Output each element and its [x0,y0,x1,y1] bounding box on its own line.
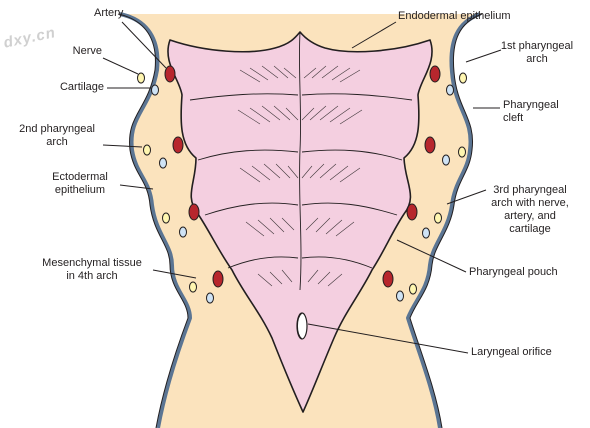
artery-left-2 [172,136,184,154]
artery-right-2 [424,136,436,154]
nerve-left-3 [162,212,170,224]
artery-right-1 [429,65,441,83]
label-pouch: Pharyngeal pouch [469,266,558,278]
ectoderm-right [406,12,481,428]
artery-left-4 [212,270,224,288]
label-second-arch: 2nd pharyngeal arch [19,123,95,148]
artery-right-3 [406,203,418,221]
ectoderm-right-outline [409,13,483,428]
label-nerve: Nerve [72,45,102,57]
cartilage-left-1 [151,84,159,96]
leader-mesenchymal [152,269,197,279]
arch-structures [137,65,467,304]
nerve-left-2 [143,144,151,156]
leader-nerve [102,57,139,75]
midline-fold [298,31,302,291]
nerve-right-4 [409,283,417,295]
laryngeal-orifice [296,312,308,340]
label-first-arch: 1st pharyngeal arch [500,40,574,65]
leader-endodermal [351,21,397,49]
label-third-arch: 3rd pharyngeal arch with nerve, artery, … [491,184,569,235]
label-cartilage: Cartilage [59,81,104,93]
leader-artery [121,21,167,69]
leader-third-arch [446,189,487,205]
fold-hatching [237,65,363,287]
leader-laryngeal [307,323,469,354]
cartilage-right-2 [442,154,450,166]
cartilage-right-4 [396,290,404,302]
leader-ectodermal [119,184,154,190]
nerve-left-1 [137,72,145,84]
ectoderm-left-outline [117,13,189,428]
ectoderm-left [119,12,192,428]
cartilage-left-2 [159,157,167,169]
nerve-right-2 [458,146,466,158]
label-mesenchymal: Mesenchymal tissue in 4th arch [42,257,142,282]
cartilage-left-3 [179,226,187,238]
pouch-folds [189,93,413,269]
label-cleft: Pharyngeal cleft [503,99,559,124]
label-laryngeal: Laryngeal orifice [471,346,552,358]
label-artery: Artery [94,7,124,19]
artery-left-1 [164,65,176,83]
label-ectodermal: Ectodermal epithelium [52,171,108,196]
artery-left-3 [188,203,200,221]
nerve-right-1 [459,72,467,84]
nerve-left-4 [189,281,197,293]
nerve-right-3 [434,212,442,224]
cartilage-right-1 [446,84,454,96]
leader-lines [102,21,502,354]
artery-right-4 [382,270,394,288]
cartilage-right-3 [422,227,430,239]
cartilage-left-4 [206,292,214,304]
label-endodermal: Endodermal epithelium [398,10,511,22]
leader-first-arch [465,49,502,63]
leader-pouch [396,239,467,273]
leader-second-arch [102,144,143,148]
